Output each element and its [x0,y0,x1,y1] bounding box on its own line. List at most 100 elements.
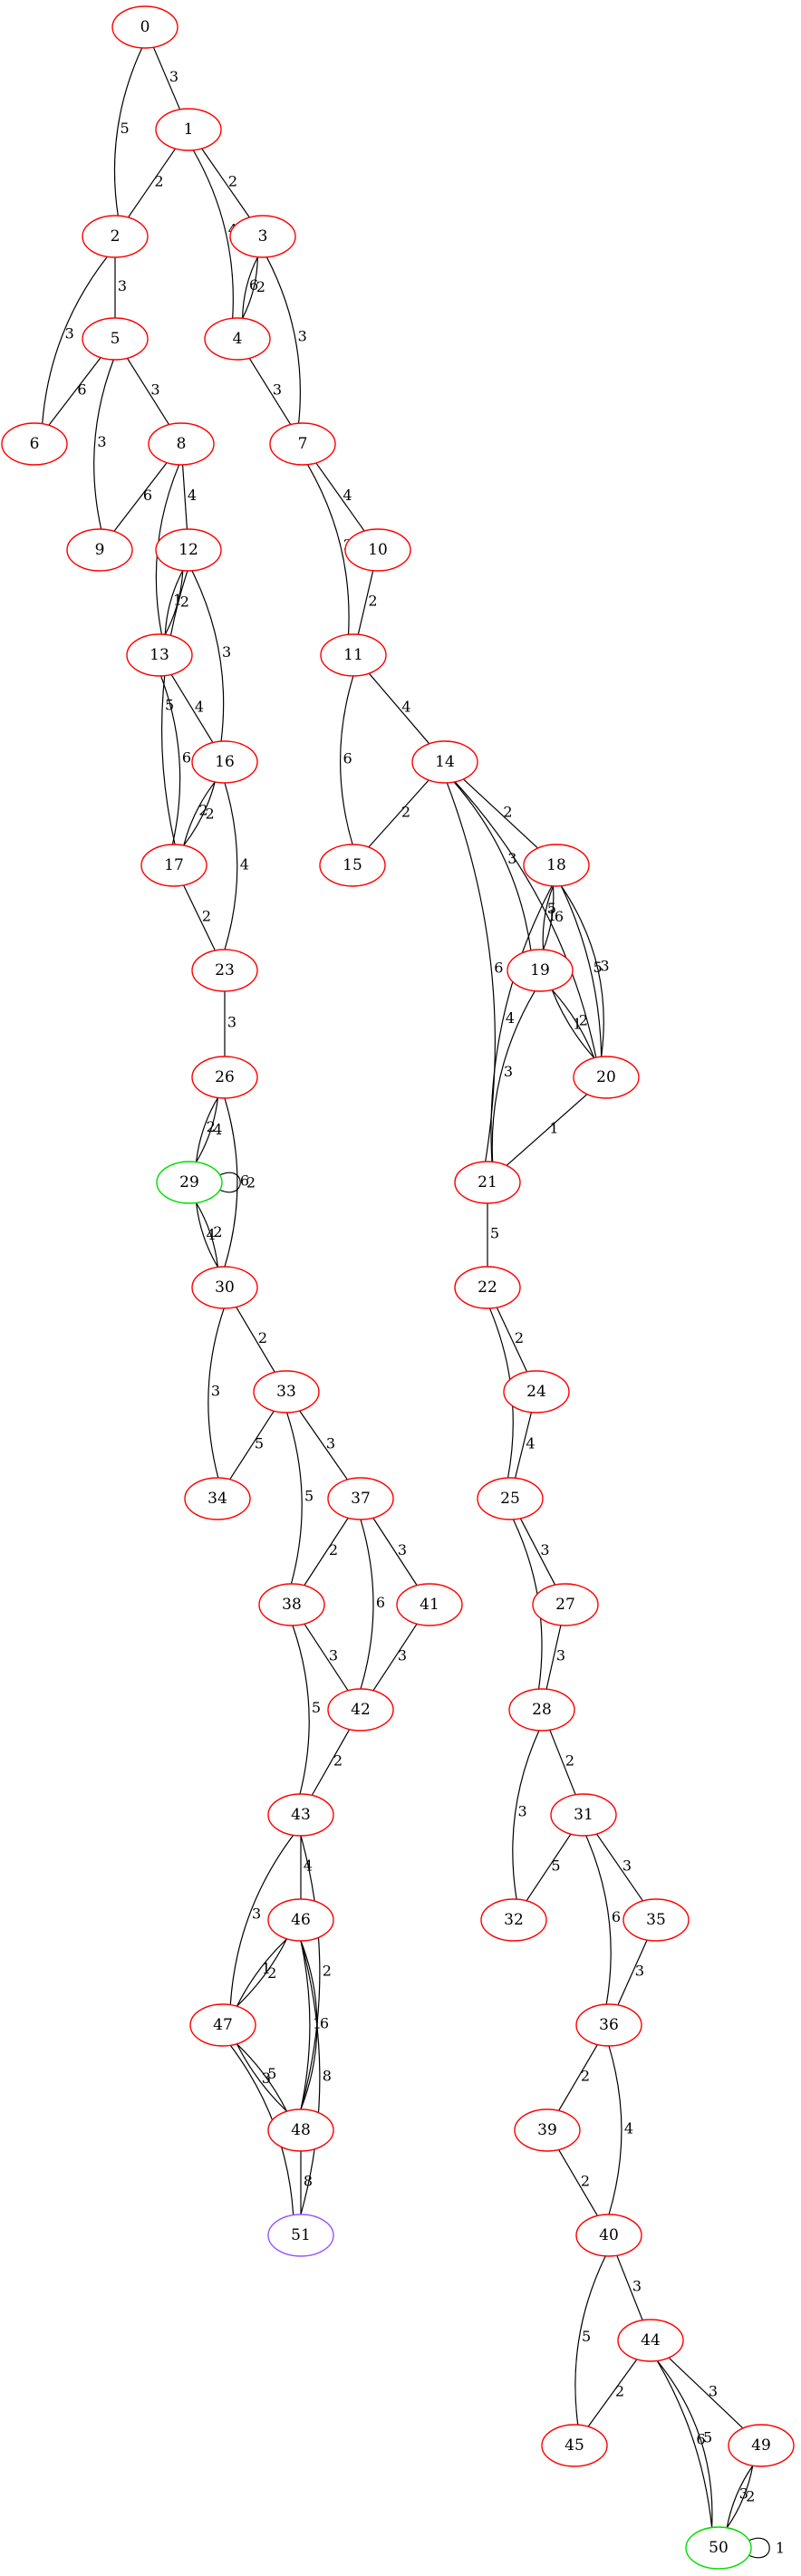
edge-weight-label: 3 [211,1383,220,1400]
node-ellipse [229,215,296,258]
node-50: 50 [685,2526,752,2570]
edge-weight-label: 1 [549,1120,558,1137]
edge-weight-label: 2 [368,593,377,610]
edge-line [201,148,250,218]
edge-line [372,1517,418,1587]
edge-line [656,2360,713,2528]
edge-weight-label: 4 [207,1226,216,1243]
node-label: 24 [526,1383,546,1401]
node-label: 45 [565,2436,584,2455]
node-ellipse [82,317,149,361]
edge-weight-label: 3 [329,1647,338,1664]
edge-line [152,46,181,111]
edge-1-3: 2 [201,148,250,218]
node-label: 43 [291,1806,311,1824]
node-ellipse [267,2214,334,2257]
edge-line [368,672,430,745]
node-31: 31 [550,1793,617,1837]
node-ellipse [575,2003,642,2047]
edge-12-16: 3 [191,570,231,742]
node-21: 21 [454,1161,521,1204]
edge-2-5: 3 [114,257,127,318]
edge-44-50: 5 [656,2360,713,2528]
edge-weight-label: 2 [246,1174,256,1192]
edge-16-17: 2 [183,781,216,846]
node-29: 29 [156,1161,223,1204]
edge-weight-label: 2 [746,2488,755,2505]
node-40: 40 [575,2214,642,2257]
edge-line [236,1307,275,1373]
edge-weight-label: 6 [143,487,152,504]
node-label: 25 [500,1490,520,1508]
node-label: 27 [555,1596,575,1614]
edge-weight-label: 3 [169,68,179,85]
edge-line [542,885,555,950]
node-2: 2 [82,215,149,258]
edge-weight-label: 2 [228,173,237,190]
node-ellipse [327,1688,394,1732]
node-ellipse [191,1056,258,1099]
edge-line [292,1625,310,1795]
edge-weight-label: 3 [326,1435,335,1452]
edge-18-20: 5 [560,885,603,1057]
node-label: 19 [530,961,550,979]
edge-39-40: 2 [558,2149,598,2216]
node-ellipse [191,740,258,784]
edge-5-6: 6 [48,357,101,426]
node-ellipse [267,1793,334,1837]
edge-weight-label: 8 [304,2173,313,2190]
node-11: 11 [320,633,387,677]
node-ellipse [480,1898,547,1942]
edge-line [242,256,258,319]
edge-21-22: 5 [487,1203,499,1267]
edge-line [300,1940,321,2215]
node-ellipse [267,1898,334,1942]
edge-46-47: 1 [236,1938,288,2007]
edge-13-16: 4 [170,674,214,743]
edge-weight-label: 3 [517,1803,526,1820]
edge-weight-label: 3 [222,643,231,661]
edge-46-48: 1 [300,1940,322,2110]
edge-line [48,357,101,426]
node-37: 37 [327,1477,394,1520]
node-1: 1 [155,108,222,151]
node-label: 39 [537,2121,557,2139]
edge-weight-label: 4 [401,699,410,716]
edge-50-50: 1 [748,2537,785,2559]
node-label: 14 [435,753,455,771]
edge-weight-label: 1 [173,591,182,608]
node-label: 20 [596,1068,616,1086]
edge-12-13: 1 [164,570,184,635]
node-label: 3 [258,227,268,246]
edge-line [515,1412,532,1479]
edge-weight-label: 2 [579,1011,588,1028]
edge-weight-label: 3 [398,1541,407,1558]
edge-weight-label: 3 [252,1905,261,1922]
node-ellipse [503,1370,570,1413]
edge-weight-label: 5 [267,2065,276,2082]
node-6: 6 [1,422,68,466]
node-ellipse [1,422,68,466]
node-ellipse [320,633,387,677]
edge-weight-label: 6 [249,276,258,294]
edge-line [463,778,538,849]
node-ellipse [617,2319,684,2362]
edge-line [496,1307,528,1373]
node-25: 25 [477,1477,544,1520]
edge-line [236,2043,288,2112]
node-label: 44 [641,2331,661,2349]
edge-14-19: 3 [453,781,532,951]
edge-33-34: 5 [229,1410,275,1481]
edge-weight-label: 6 [376,1594,385,1611]
node-7: 7 [269,422,336,466]
node-14: 14 [411,740,478,784]
node-label: 40 [599,2226,619,2244]
edge-line [304,1623,349,1692]
edge-weight-label: 2 [207,1118,216,1135]
node-label: 5 [111,330,121,348]
edge-49-50: 3 [726,2465,754,2528]
edge-5-8: 3 [126,358,170,425]
edge-line [229,1410,275,1481]
edge-line [242,256,258,319]
edge-20-21: 1 [506,1094,588,1166]
